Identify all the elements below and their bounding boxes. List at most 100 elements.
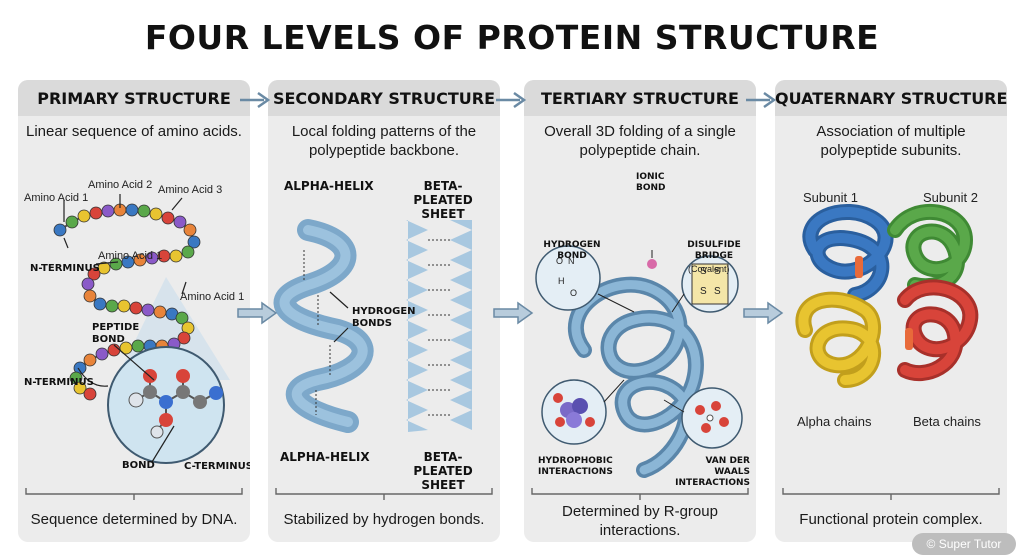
amino-acid-beads [53,203,201,401]
amino-acid-bead [177,331,191,345]
label-amino-acid-1c: Amino Acid 1 [180,291,245,303]
subunit-ribbons [795,204,979,388]
c-atom-2 [176,385,190,399]
amino-acid-bead [169,249,183,263]
flow-arrow-top-3 [746,91,777,109]
footer-bracket [531,488,749,500]
amino-acid-bead [105,299,119,313]
amino-acid-bead [137,204,151,218]
label-n-terminus-bottom: N-TERMINUS [24,377,94,388]
label-alpha-chains: Alpha chains [797,414,872,429]
secondary-structure-heading: SECONDARY STRUCTURE [268,80,500,116]
tertiary-structure-footer: Determined by R-group interactions. [562,503,718,539]
label-pointers [63,194,187,463]
c-atom-1 [143,385,157,399]
label-peptide-bond: PEPTIDE BOND [92,322,140,345]
disulfide-box [691,263,729,305]
secondary-structure-panel: SECONDARY STRUCTURE Local folding patter… [268,80,500,542]
amino-acid-bead [161,211,175,225]
hbond-pointers [329,291,349,343]
amino-acid-bead [83,289,97,303]
amino-acid-bead [81,277,95,291]
amino-acid-bead [73,381,87,395]
hydrogen-bond-zoom [535,245,601,311]
flow-arrow-mid-2 [493,301,534,325]
secondary-structure-footer: Stabilized by hydrogen bonds. [283,511,485,528]
label-c-terminus: C-TERMINUS [184,461,250,472]
quaternary-structure-footer: Functional protein complex. [799,511,983,528]
label-van-der-waals: VAN DER WAALS INTERACTIONS [675,456,750,488]
label-amino-acid-3: Amino Acid 3 [158,184,223,196]
amino-acid-bead [97,261,111,275]
hydrophobic-cluster [553,393,595,428]
h-atom-1 [128,392,144,408]
tertiary-structure-heading: TERTIARY STRUCTURE [524,80,756,116]
flow-arrow-top-1 [240,91,271,109]
amino-acid-bead [149,207,163,221]
label-bond: BOND [122,460,155,471]
amino-acid-bead [187,235,201,249]
page-title: FOUR LEVELS OF PROTEIN STRUCTURE [144,18,880,57]
alpha-helix-ribbon [273,219,374,433]
label-subunit-2: Subunit 2 [923,190,978,205]
amino-acid-bead [83,353,97,367]
label-amino-acid-1b: Amino Acid 1 [98,250,163,262]
amino-acid-bead [87,267,101,281]
amino-acid-bead [53,223,67,237]
label-alpha-helix-bottom: ALPHA-HELIX [280,450,370,464]
amino-acid-bead [117,299,131,313]
amino-acid-bead [83,387,97,401]
quaternary-structure-illustration [782,204,1000,500]
label-ionic-bond: IONIC BOND [636,172,666,193]
footer-bracket [25,488,243,500]
tertiary-structure-illustration [531,245,749,500]
o-atom-2 [176,369,190,383]
amino-acid-bead [125,203,139,217]
footer-bracket [782,488,1000,500]
amino-acid-bead [89,206,103,220]
atom-o-1: O [556,256,564,266]
label-subunit-1: Subunit 1 [803,190,858,205]
amino-acid-bead [173,215,187,229]
flow-arrow-mid-1 [237,301,278,325]
watermark-badge: © Super Tutor [912,533,1016,555]
n-atom-1 [159,395,173,409]
atom-s-3: S [700,286,707,297]
label-hydrogen-bonds: HYDROGEN BONDS [352,306,416,329]
amino-acid-bead [175,311,189,325]
primary-structure-heading: PRIMARY STRUCTURE [18,80,250,116]
flow-arrow-mid-3 [743,301,784,325]
label-beta-sheet-bottom: BETA-PLEATED SHEET [413,450,473,492]
vdw-atoms [695,401,729,433]
amino-acid-bead [109,257,123,271]
zoom-connectors [597,250,685,413]
n-atom-2 [209,386,223,400]
label-amino-acid-2: Amino Acid 2 [88,179,153,191]
amino-acid-bead [95,347,109,361]
subunit-contacts [855,256,913,350]
quaternary-structure-description: Association of multiple polypeptide subu… [816,123,966,159]
label-alpha-helix-top: ALPHA-HELIX [284,179,374,193]
atom-o-2: O [570,288,578,298]
amino-acid-bead [101,204,115,218]
footer-bracket [275,488,493,500]
label-covalent: (Covalent) [688,264,730,274]
atom-s-4: S [714,286,721,297]
label-beta-chains: Beta chains [913,414,981,429]
atom-s-1: S [700,266,707,277]
amino-acid-bead [129,301,143,315]
amino-acid-chain-illustration [25,194,243,500]
label-amino-acid-1: Amino Acid 1 [24,192,89,204]
amino-acid-bead [141,303,155,317]
tertiary-structure-panel: TERTIARY STRUCTURE Overall 3D folding of… [524,80,756,542]
label-beta-sheet-top: BETA-PLEATED SHEET [413,179,473,221]
quaternary-structure-heading: QUATERNARY STRUCTURE [775,80,1007,116]
secondary-structure-illustration [273,219,493,500]
tertiary-structure-description: Overall 3D folding of a single polypepti… [544,123,736,159]
c-atom-3 [193,395,207,409]
atom-n-1: N [568,256,575,266]
amino-acid-bead [93,297,107,311]
folded-polypeptide [568,276,704,478]
primary-structure-panel: PRIMARY STRUCTURE Linear sequence of ami… [18,80,250,542]
primary-structure-footer: Sequence determined by DNA. [30,511,238,528]
